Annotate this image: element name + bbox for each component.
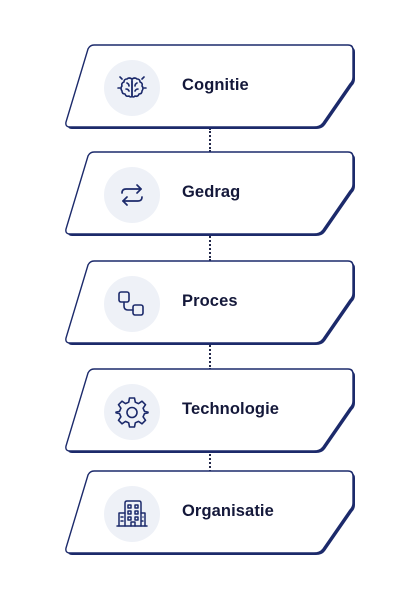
- connector-3: [209, 342, 211, 370]
- step-card-organisatie: Organisatie: [64, 470, 358, 557]
- icon-circle: [104, 486, 160, 542]
- step-card-technologie: Technologie: [64, 368, 358, 455]
- icon-circle: [104, 60, 160, 116]
- gear-icon: [115, 397, 149, 428]
- icon-circle: [104, 276, 160, 332]
- step-card-proces: Proces: [64, 260, 358, 347]
- step-label: Organisatie: [182, 501, 274, 520]
- step-card-gedrag: Gedrag: [64, 151, 358, 238]
- brain-icon: [117, 76, 147, 98]
- step-label: Gedrag: [182, 182, 241, 201]
- building-icon: [116, 500, 148, 527]
- repeat-arrows-icon: [121, 184, 143, 206]
- icon-circle: [104, 167, 160, 223]
- icon-circle: [104, 384, 160, 440]
- connector-1: [209, 128, 211, 152]
- step-label: Technologie: [182, 399, 280, 418]
- step-label: Cognitie: [182, 75, 249, 94]
- process-blocks-icon: [118, 291, 144, 316]
- connector-2: [209, 233, 211, 261]
- step-label: Proces: [182, 291, 238, 310]
- step-card-cognitie: Cognitie: [64, 44, 358, 131]
- connector-4: [209, 450, 211, 472]
